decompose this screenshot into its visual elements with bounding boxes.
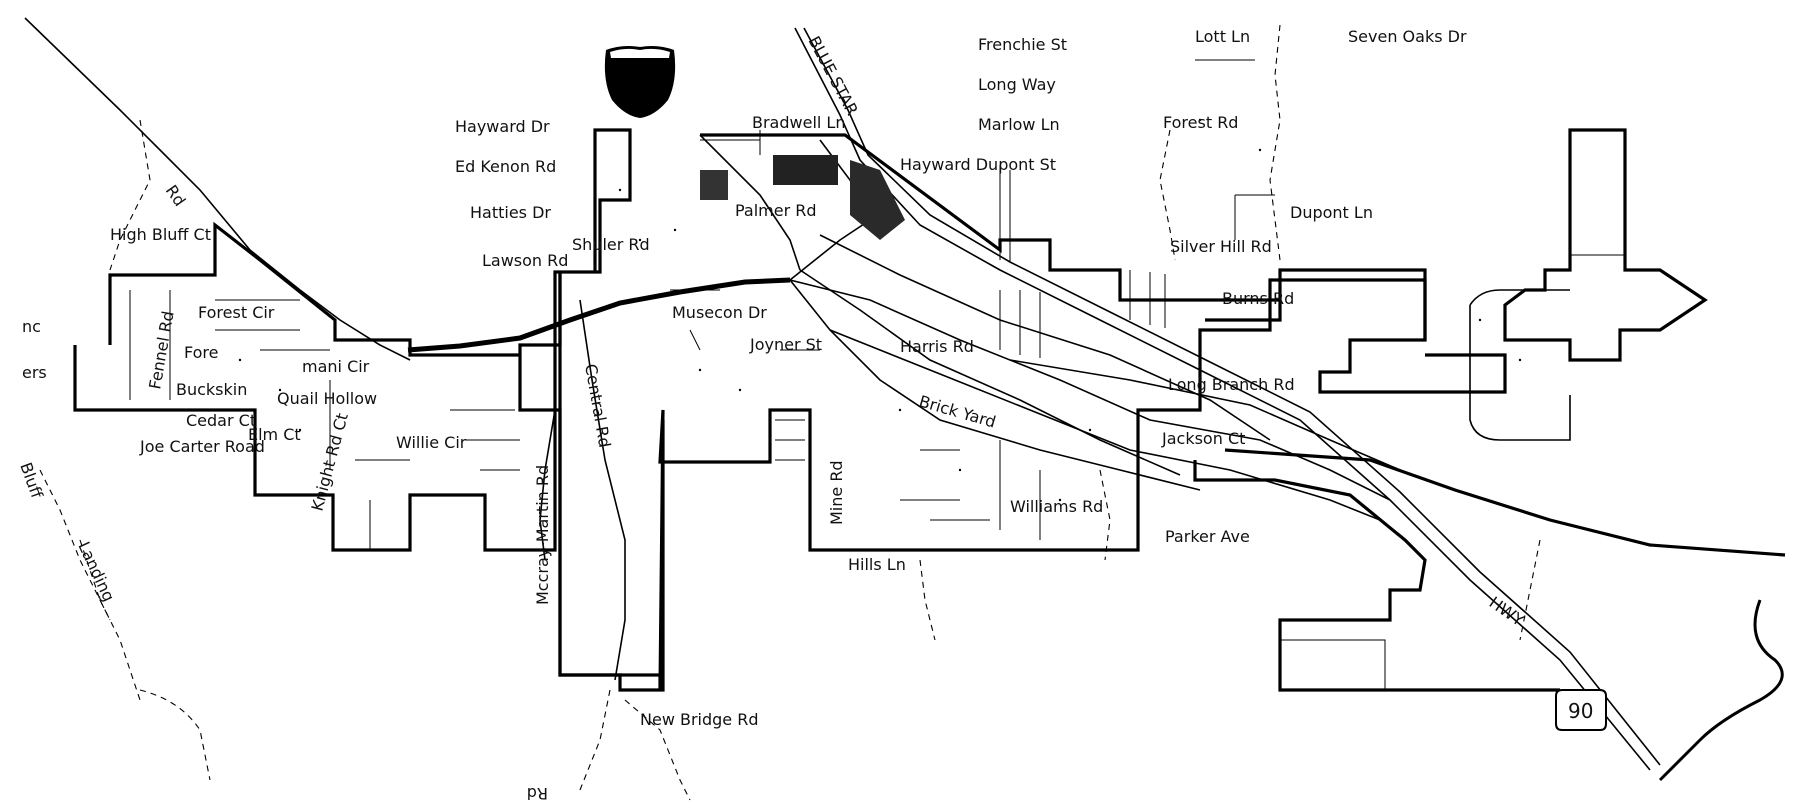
ed-kenon-rd-label: Ed Kenon Rd: [455, 157, 556, 176]
parker-ave-label: Parker Ave: [1165, 527, 1250, 546]
harris-road: [829, 329, 1381, 521]
city-limits-east-edge: [1224, 448, 1786, 557]
city-limits-north: [700, 133, 1282, 322]
texture-specks: [238, 118, 1522, 502]
central-rd-label: Central Rd: [581, 362, 614, 449]
mccray-martin-rd-line: [539, 409, 556, 561]
quail-hollow-label: Quail Hollow: [277, 389, 377, 408]
blue-star-hwy-west: [794, 27, 1651, 771]
fennel-rd-label: Fennel Rd: [145, 309, 177, 390]
buckskin-label: Buckskin: [176, 380, 247, 399]
mccray-martin-rd-label: Mccray-Martin Rd: [533, 465, 552, 605]
forest-cir-label: Forest Cir: [198, 303, 275, 322]
east-loop-road: [1469, 289, 1571, 441]
palmer-rd-label: Palmer Rd: [735, 201, 817, 220]
blue-star-hwy-east: [803, 27, 1661, 766]
dupont-ln-label: Dupont Ln: [1290, 203, 1373, 222]
central-rd-line: [579, 299, 626, 681]
ers-edge-label: ers: [22, 363, 47, 382]
burns-rd-label: Burns Rd: [1222, 289, 1294, 308]
nc-edge-label: nc: [22, 317, 41, 336]
new-bridge-rd-label: New Bridge Rd: [640, 710, 759, 729]
silver-hill-rd-label: Silver Hill Rd: [1170, 237, 1272, 256]
interstate-shield-icon: [604, 46, 676, 118]
long-branch-rd-label: Long Branch Rd: [1168, 375, 1295, 394]
forest-rd-label: Forest Rd: [1163, 113, 1238, 132]
lawson-rd-label: Lawson Rd: [482, 251, 568, 270]
hills-ln-trail: [919, 559, 936, 641]
city-limits-northeast: [1278, 268, 1427, 340]
hills-ln-label: Hills Ln: [848, 555, 906, 574]
jackson-ct-label: Jackson Ct: [1161, 429, 1245, 448]
south-trail: [139, 689, 211, 781]
harris-rd-label: Harris Rd: [900, 337, 974, 356]
williams-trail: [1099, 469, 1111, 561]
cedar-ct-label: Cedar Ct: [186, 411, 256, 430]
se-inner-lot: [1280, 639, 1386, 690]
joyner-st-label: Joyner St: [749, 335, 822, 354]
railroad: [407, 277, 791, 353]
central-strip: [558, 272, 665, 692]
city-limits-east-annex: [1503, 128, 1708, 362]
northwest-trail: [109, 119, 151, 271]
marlow-ln-label: Marlow Ln: [978, 115, 1060, 134]
east-trail: [1519, 539, 1541, 641]
corridor-line-6: [699, 134, 801, 271]
lott-ln-label: Lott Ln: [1195, 27, 1250, 46]
rd-northwest-label: Rd: [162, 181, 190, 209]
corridor-line-4: [799, 269, 1181, 476]
corridor-line-2: [789, 279, 1391, 501]
east-river: [1658, 599, 1784, 782]
street-labels: BLUE STAR HWY Frenchie St Long Way Marlo…: [16, 27, 1527, 803]
hayward-dupont-st-label: Hayward Dupont St: [900, 155, 1056, 174]
route-90-marker: 90: [1555, 689, 1607, 731]
forest-short-label: Fore: [184, 343, 219, 362]
corridor-line-5: [819, 234, 1271, 441]
long-branch-rd: [1009, 359, 1401, 471]
hatties-dr-label: Hatties Dr: [470, 203, 551, 222]
musecon-dr-label: Musecon Dr: [672, 303, 767, 322]
omani-cir-label: mani Cir: [302, 357, 370, 376]
hwy-label: HWY: [1486, 593, 1528, 630]
forest-rd-dashed: [1159, 129, 1176, 261]
frenchie-dashed: [1269, 24, 1281, 261]
frenchie-st-label: Frenchie St: [978, 35, 1067, 54]
new-bridge-trail: [579, 689, 691, 801]
route-90-label: 90: [1568, 699, 1593, 723]
landing-label: Landing: [74, 539, 118, 605]
stippled-areas: [700, 155, 905, 240]
mine-rd-label: Mine Rd: [827, 460, 846, 525]
blue-star-label: BLUE STAR: [804, 33, 862, 119]
northwest-road: [24, 17, 411, 361]
knight-rd-ct-label: Knight Rd Ct: [308, 411, 352, 513]
seven-oaks-dr-label: Seven Oaks Dr: [1348, 27, 1467, 46]
long-way-label: Long Way: [978, 75, 1056, 94]
bluff-road-trail: [39, 469, 111, 621]
shuler-rd-label: Shuler Rd: [572, 235, 650, 254]
elm-ct-label: Elm Ct: [248, 425, 301, 444]
bradwell-ln-label: Bradwell Ln: [752, 113, 845, 132]
bluff-label: Bluff: [16, 460, 47, 502]
williams-rd-label: Williams Rd: [1010, 497, 1103, 516]
high-bluff-ct-label: High Bluff Ct: [110, 225, 211, 244]
street-grid: [129, 59, 1275, 550]
joe-carter-road-label: Joe Carter Road: [139, 437, 265, 456]
rd-bottom-label: Rd: [527, 784, 548, 803]
willie-cir-label: Willie Cir: [396, 433, 467, 452]
hayward-dr-label: Hayward Dr: [455, 117, 550, 136]
